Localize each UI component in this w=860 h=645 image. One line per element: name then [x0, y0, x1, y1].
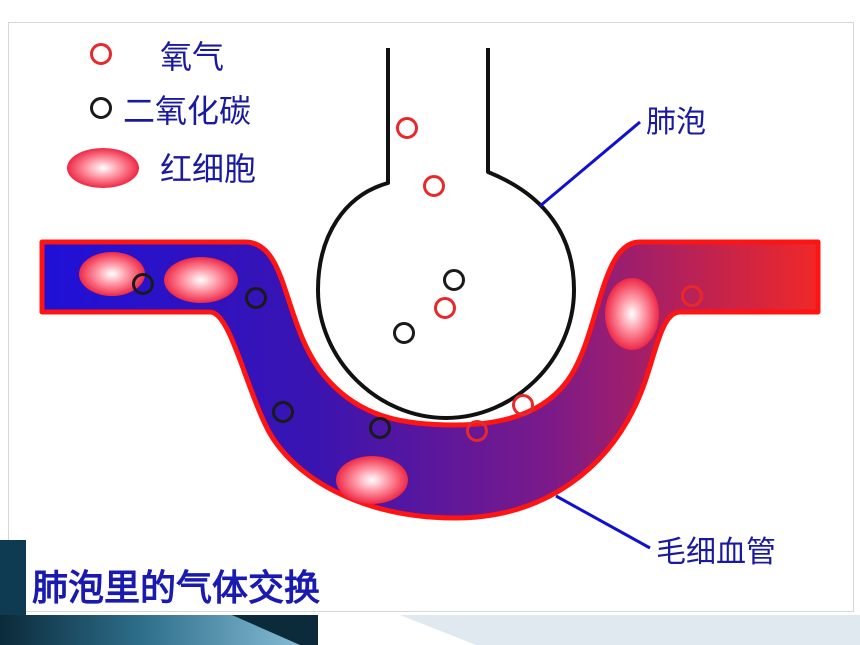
alveolus-outline: [316, 48, 576, 420]
carbon-dioxide-marker: [369, 417, 391, 439]
oxygen-markers: [396, 117, 703, 442]
red-blood-cell: [79, 252, 145, 296]
legend: 氧气 二氧化碳 红细胞: [67, 38, 256, 188]
capillary-callout-line: [555, 494, 651, 550]
oxygen-marker: [466, 420, 488, 442]
footer-decoration: [0, 540, 860, 645]
red-blood-cell: [164, 257, 238, 303]
legend-carbon-dioxide-label: 二氧化碳: [123, 92, 251, 130]
alveolus-label: 肺泡: [646, 105, 706, 140]
oxygen-marker: [434, 297, 456, 319]
capillary-label: 毛细血管: [656, 535, 776, 570]
red-blood-cell: [336, 456, 408, 504]
oxygen-marker: [396, 117, 418, 139]
footer-white-wedge: [318, 615, 476, 645]
footer-dark-wedge: [232, 615, 318, 645]
diagram-caption: 肺泡里的气体交换: [32, 567, 320, 609]
legend-red-blood-cell-label: 红细胞: [160, 150, 256, 188]
carbon-dioxide-markers: [132, 269, 465, 439]
alveolus: [316, 48, 576, 420]
carbon-dioxide-marker: [443, 269, 465, 291]
capillary-callout: 毛细血管: [555, 494, 776, 570]
carbon-dioxide-marker: [245, 287, 267, 309]
oxygen-marker: [423, 175, 445, 197]
oxygen-legend-icon: [90, 43, 112, 65]
red-blood-cells: [79, 252, 659, 504]
carbon-dioxide-legend-icon: [90, 97, 112, 119]
carbon-dioxide-marker: [132, 273, 154, 295]
oxygen-marker: [512, 394, 534, 416]
alveolus-callout-line: [539, 120, 641, 208]
alveolus-callout: 肺泡: [539, 105, 706, 208]
oxygen-marker: [681, 285, 703, 307]
red-blood-cell: [605, 278, 659, 350]
carbon-dioxide-marker: [272, 401, 294, 423]
left-accent-bar: [0, 540, 26, 615]
footer-left-band: [0, 615, 318, 645]
legend-oxygen-label: 氧气: [160, 38, 224, 76]
carbon-dioxide-marker: [393, 322, 415, 344]
red-blood-cell-legend-icon: [67, 148, 139, 188]
